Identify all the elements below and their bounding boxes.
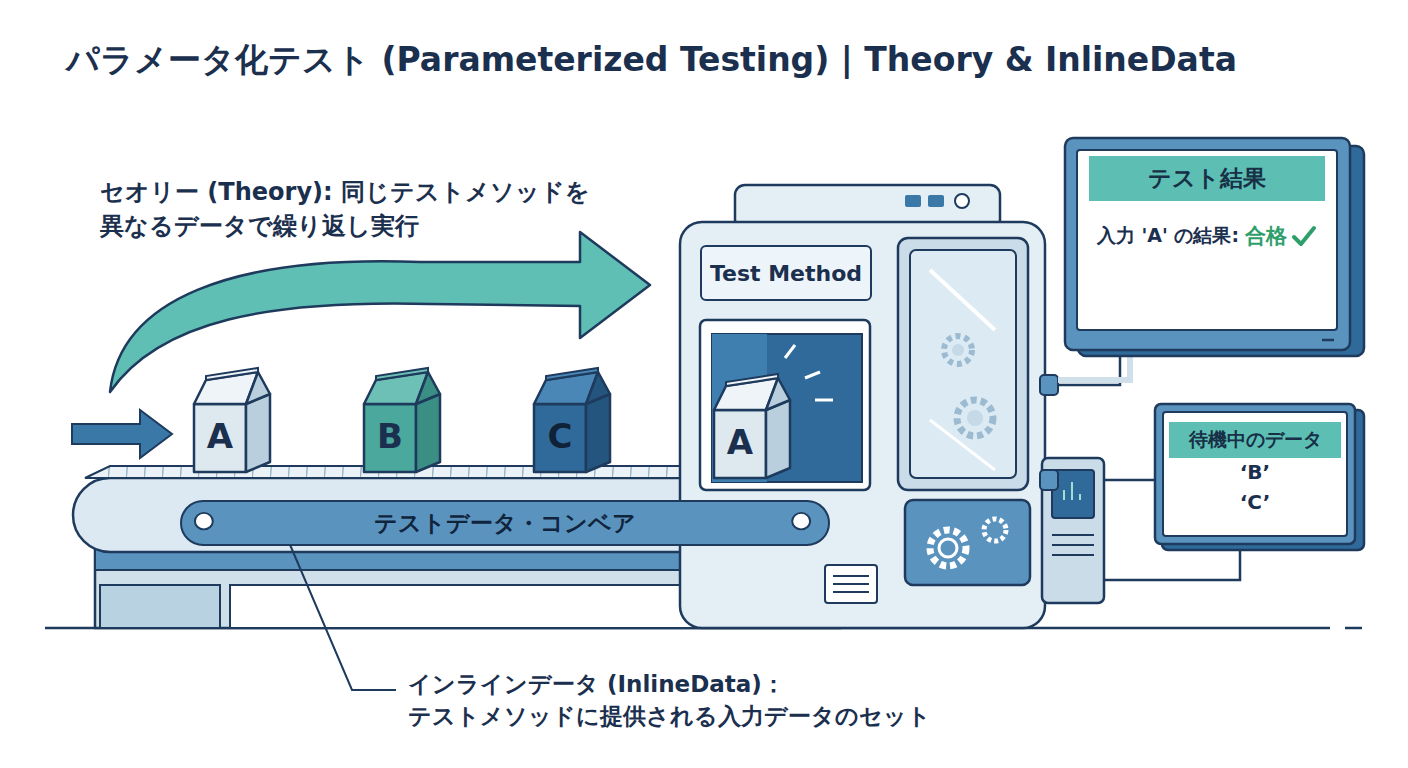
conveyor-band: テストデータ・コンベア <box>180 500 830 546</box>
band-label: テストデータ・コンベア <box>374 508 636 539</box>
queued-item: ‘B’ <box>1163 460 1347 484</box>
monitor-led <box>1322 339 1334 342</box>
leader-line <box>288 540 396 690</box>
panel-frame <box>1155 404 1355 544</box>
ground-line <box>1345 627 1362 630</box>
queued-item: ‘C’ <box>1163 490 1347 514</box>
data-carton: A <box>186 366 276 476</box>
monitor-shadow <box>1078 146 1364 356</box>
method-label: Test Method <box>710 261 862 286</box>
result-monitor: テスト結果入力 'A' の結果:合格 <box>1077 150 1337 330</box>
monitor-frame <box>1065 138 1350 350</box>
result-row: 入力 'A' の結果:合格 <box>1085 222 1329 250</box>
carton-letter: A <box>194 416 246 456</box>
panel-header: 待機中のデータ <box>1169 422 1341 458</box>
data-carton: C <box>526 366 616 476</box>
monitor-screen <box>1077 150 1337 330</box>
panel-screen <box>1163 412 1347 536</box>
callout-text: インラインデータ (InlineData)： テストメソッドに提供される入力デー… <box>408 668 1108 732</box>
result-text: 入力 'A' の結果: <box>1097 223 1239 249</box>
data-carton: B <box>356 366 446 476</box>
method-box: Test Method <box>700 245 872 301</box>
test-machine <box>680 185 1104 628</box>
panel-shadow <box>1162 410 1364 550</box>
carton-letter: C <box>534 416 586 456</box>
queue-panel: 待機中のデータ‘B’ ‘C’ <box>1163 412 1347 536</box>
input-arrow <box>72 410 172 458</box>
data-carton: A <box>706 372 796 482</box>
pass-text: 合格 <box>1245 222 1287 250</box>
carton-letter: B <box>364 416 416 456</box>
check-mark <box>1291 224 1317 248</box>
carton-letter: A <box>714 422 766 462</box>
title: パラメータ化テスト (Parameterized Testing) | Theo… <box>66 38 1237 83</box>
flow-arrow <box>110 232 650 392</box>
monitor-header: テスト結果 <box>1089 156 1325 201</box>
annotation: セオリー (Theory): 同じテストメソッドを 異なるデータで繰り返し実行 <box>100 176 660 243</box>
